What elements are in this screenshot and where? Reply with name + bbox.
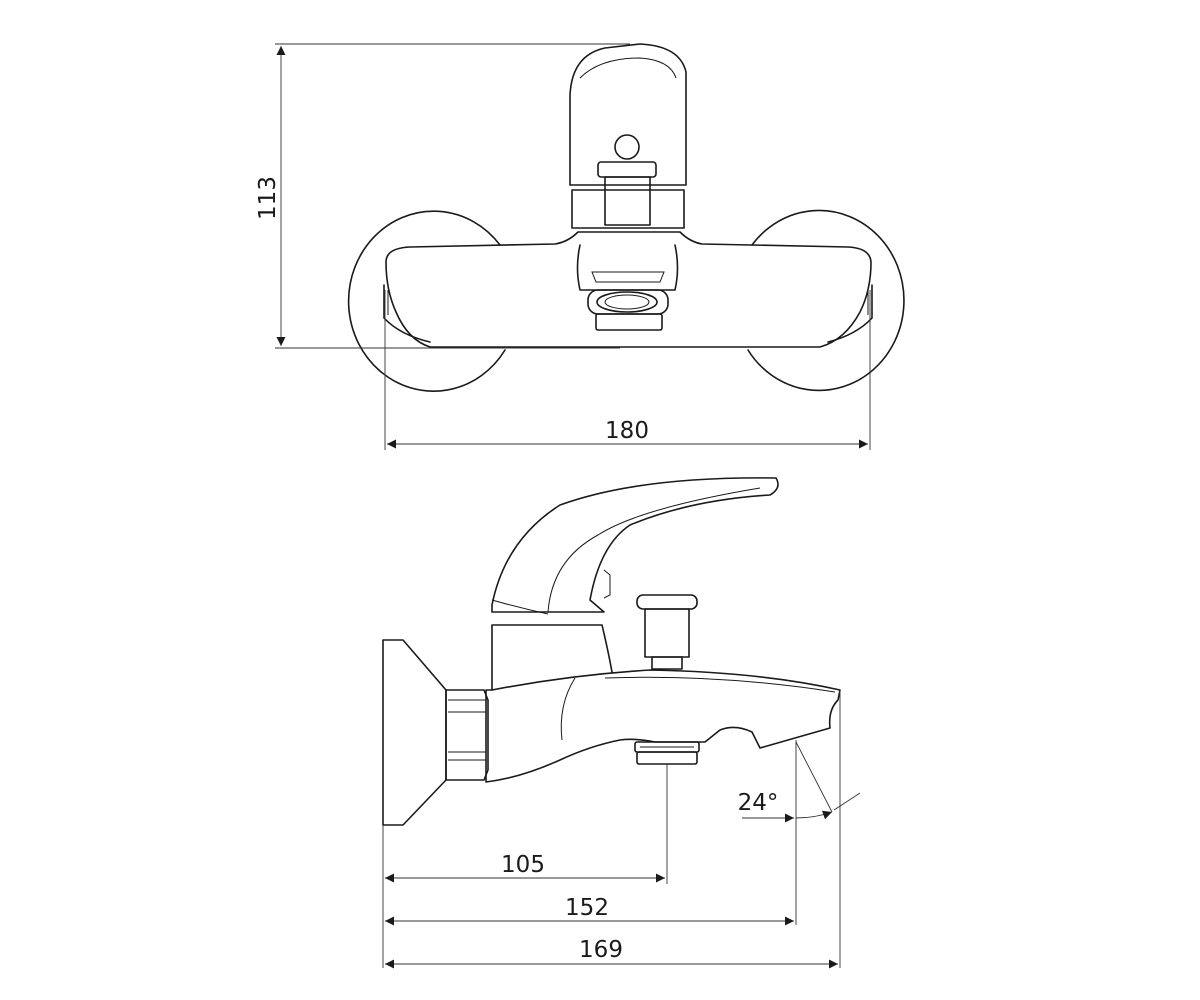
dimension-152-label: 152 (565, 895, 609, 921)
side-hose-outlet (634, 741, 700, 765)
width-dimension: 180 (384, 290, 871, 450)
height-dimension-label: 113 (255, 176, 281, 220)
side-hex-nut (445, 689, 489, 781)
left-wall-rosette (347, 210, 506, 392)
dimension-169-label: 169 (579, 937, 623, 963)
front-view: 113 180 (255, 43, 905, 450)
dimension-105-label: 105 (501, 852, 545, 878)
right-wall-rosette (747, 209, 905, 392)
side-wall-plate (382, 639, 447, 826)
front-lever-handle (569, 43, 687, 229)
front-aerator (576, 244, 679, 331)
height-dimension: 113 (255, 43, 630, 349)
side-diverter-knob (636, 594, 698, 670)
projection-dimensions: 105 152 169 (382, 690, 841, 969)
front-body (385, 231, 872, 348)
side-valve-housing (491, 624, 613, 691)
width-dimension-label: 180 (605, 418, 649, 444)
side-body-spout (485, 669, 841, 783)
side-lever-handle (491, 477, 779, 613)
angle-dimension-label: 24° (738, 790, 779, 816)
side-view: 24° 105 152 169 (382, 477, 861, 969)
front-diverter-knob (597, 134, 657, 226)
angle-dimension: 24° (738, 740, 861, 925)
